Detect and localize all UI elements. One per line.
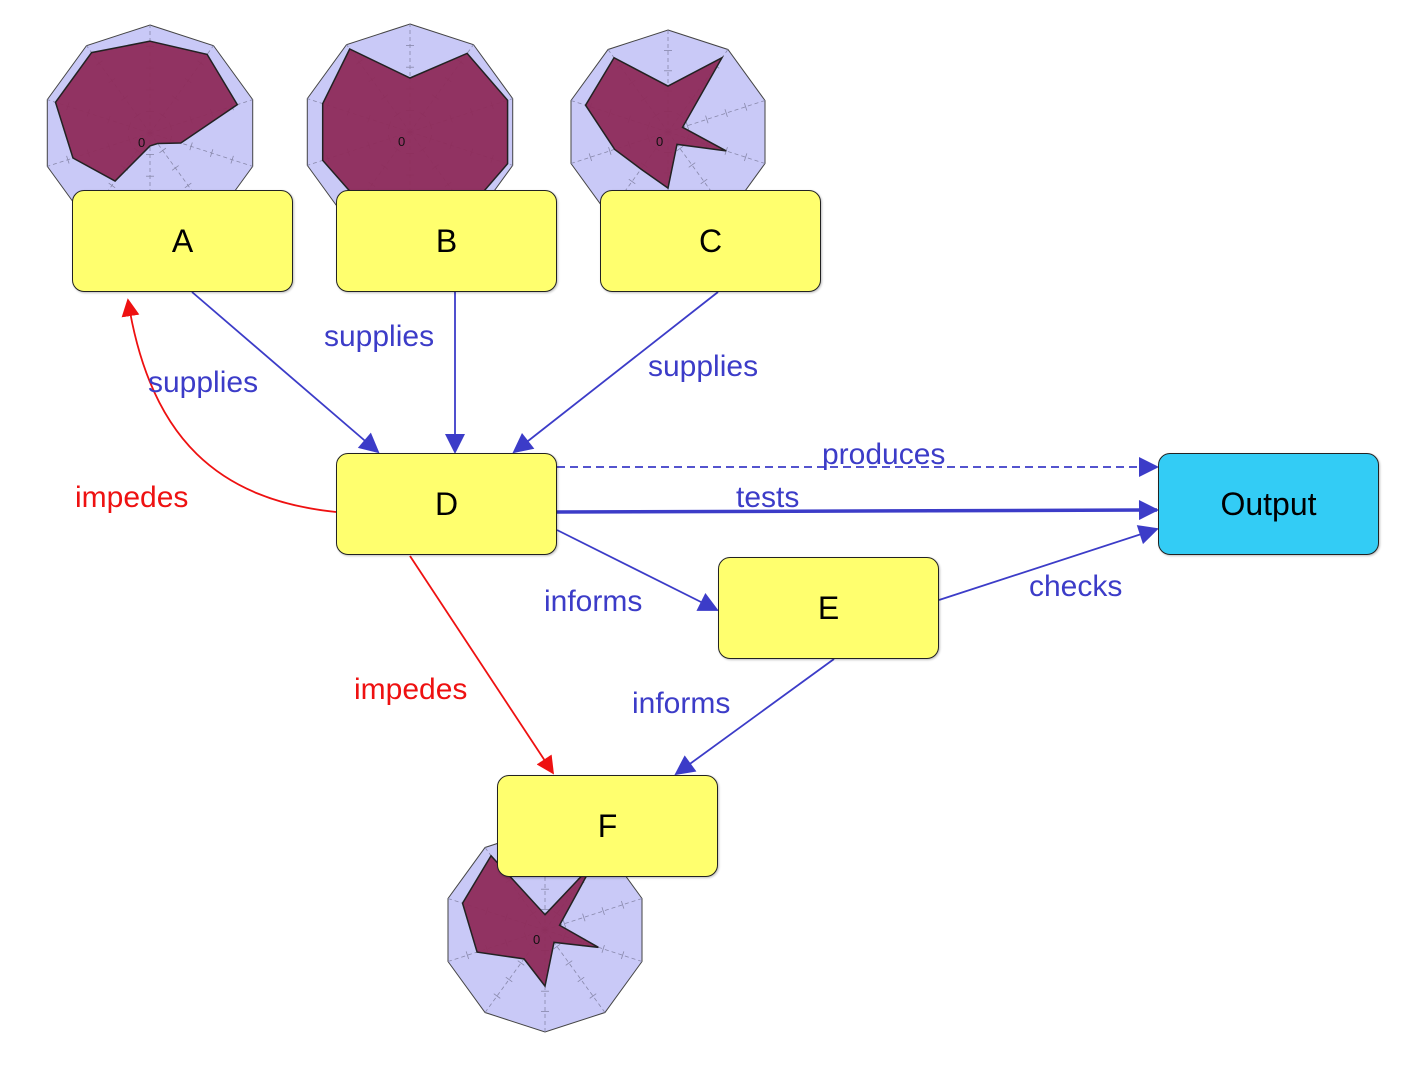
radar-tick-f [577, 976, 585, 983]
radar-tick-c [688, 162, 696, 168]
edge-d-impedes-f [409, 555, 554, 775]
edge-label-produces: produces [822, 438, 946, 471]
edge-label-tests: tests [736, 481, 800, 514]
radar-center-label-a: 0 [138, 135, 145, 150]
radar-tick-c [628, 178, 636, 185]
radar-axis-c [667, 100, 766, 133]
edge-label-d-informs-e: informs [544, 585, 643, 618]
radar-tick-f [620, 951, 625, 960]
radar-tick-c [724, 109, 728, 118]
node-e-label: E [817, 589, 840, 626]
edge-d-tests-output [556, 500, 1159, 521]
radar-axis-f [544, 898, 643, 931]
radar-chart-b: 0 [306, 23, 514, 241]
radar-tick-a [184, 182, 192, 189]
node-output-label: Output [1220, 485, 1317, 522]
node-output[interactable]: Output [1158, 453, 1379, 555]
radar-data-polygon-a [54, 40, 239, 182]
node-b-label: B [435, 222, 458, 259]
radar-tick-c [700, 178, 708, 185]
node-d-label: D [434, 485, 459, 522]
radar-chart-f: 0 [447, 827, 643, 1033]
edge-label-b-supplies: supplies [324, 320, 435, 353]
radar-data-polygon-c [584, 55, 727, 190]
radar-tick-f [562, 919, 567, 928]
radar-tick-a [171, 165, 179, 171]
radar-tick-f [601, 907, 605, 916]
edge-label-d-impedes-a: impedes [75, 481, 189, 514]
radar-tick-c [588, 153, 593, 162]
edge-label-d-impedes-f: impedes [354, 673, 468, 706]
radar-tick-c [743, 153, 748, 162]
node-c-label: C [698, 222, 723, 259]
radar-chart-a: 0 [46, 24, 254, 242]
radar-tick-a [159, 147, 167, 154]
radar-tick-c [676, 145, 684, 152]
radar-tick-f [565, 960, 573, 966]
edge-a-supplies-d [191, 291, 380, 454]
radar-axis-f [544, 929, 606, 1013]
radar-tick-a [189, 142, 193, 151]
edge-d-informs-e [556, 529, 719, 611]
radar-tick-f [465, 951, 470, 960]
radar-tick-f [601, 944, 605, 953]
radar-tick-a [210, 149, 214, 157]
node-f[interactable]: F [497, 775, 718, 877]
radar-tick-c [608, 146, 612, 155]
radar-tick-f [493, 993, 501, 999]
node-a-label: A [171, 222, 194, 259]
radar-tick-c [743, 102, 748, 111]
radar-tick-a [108, 182, 116, 189]
radar-data-polygon-f [461, 854, 599, 988]
edge-label-e-informs-f: informs [632, 687, 731, 720]
edge-e-checks-output [938, 525, 1159, 601]
edge-e-informs-f [674, 658, 835, 776]
radar-tick-a [66, 155, 70, 164]
radar-axis-a [149, 132, 214, 221]
radar-center-label-c: 0 [656, 134, 663, 149]
edge-label-checks: checks [1029, 570, 1123, 603]
radar-tick-f [582, 913, 586, 922]
radar-tick-f [517, 960, 525, 966]
radar-tick-f [589, 993, 597, 999]
radar-tick-f [505, 976, 513, 983]
node-d[interactable]: D [336, 453, 557, 555]
edge-c-supplies-d [512, 291, 719, 454]
node-b[interactable]: B [336, 190, 557, 292]
edge-d-impedes-a [121, 298, 337, 513]
edge-label-c-supplies: supplies [648, 350, 759, 383]
node-f-label: F [597, 807, 618, 844]
edge-label-a-supplies: supplies [148, 366, 259, 399]
radar-center-label-f: 0 [533, 932, 540, 947]
node-e[interactable]: E [718, 557, 939, 659]
radar-tick-f [553, 943, 561, 950]
radar-tick-c [705, 115, 709, 124]
radar-chart-c: 0 [570, 29, 766, 235]
radar-center-label-b: 0 [398, 134, 405, 149]
node-c[interactable]: C [600, 190, 821, 292]
radar-tick-c [685, 121, 690, 130]
node-a[interactable]: A [72, 190, 293, 292]
radar-tick-f [620, 900, 625, 909]
radar-tick-a [230, 155, 234, 164]
